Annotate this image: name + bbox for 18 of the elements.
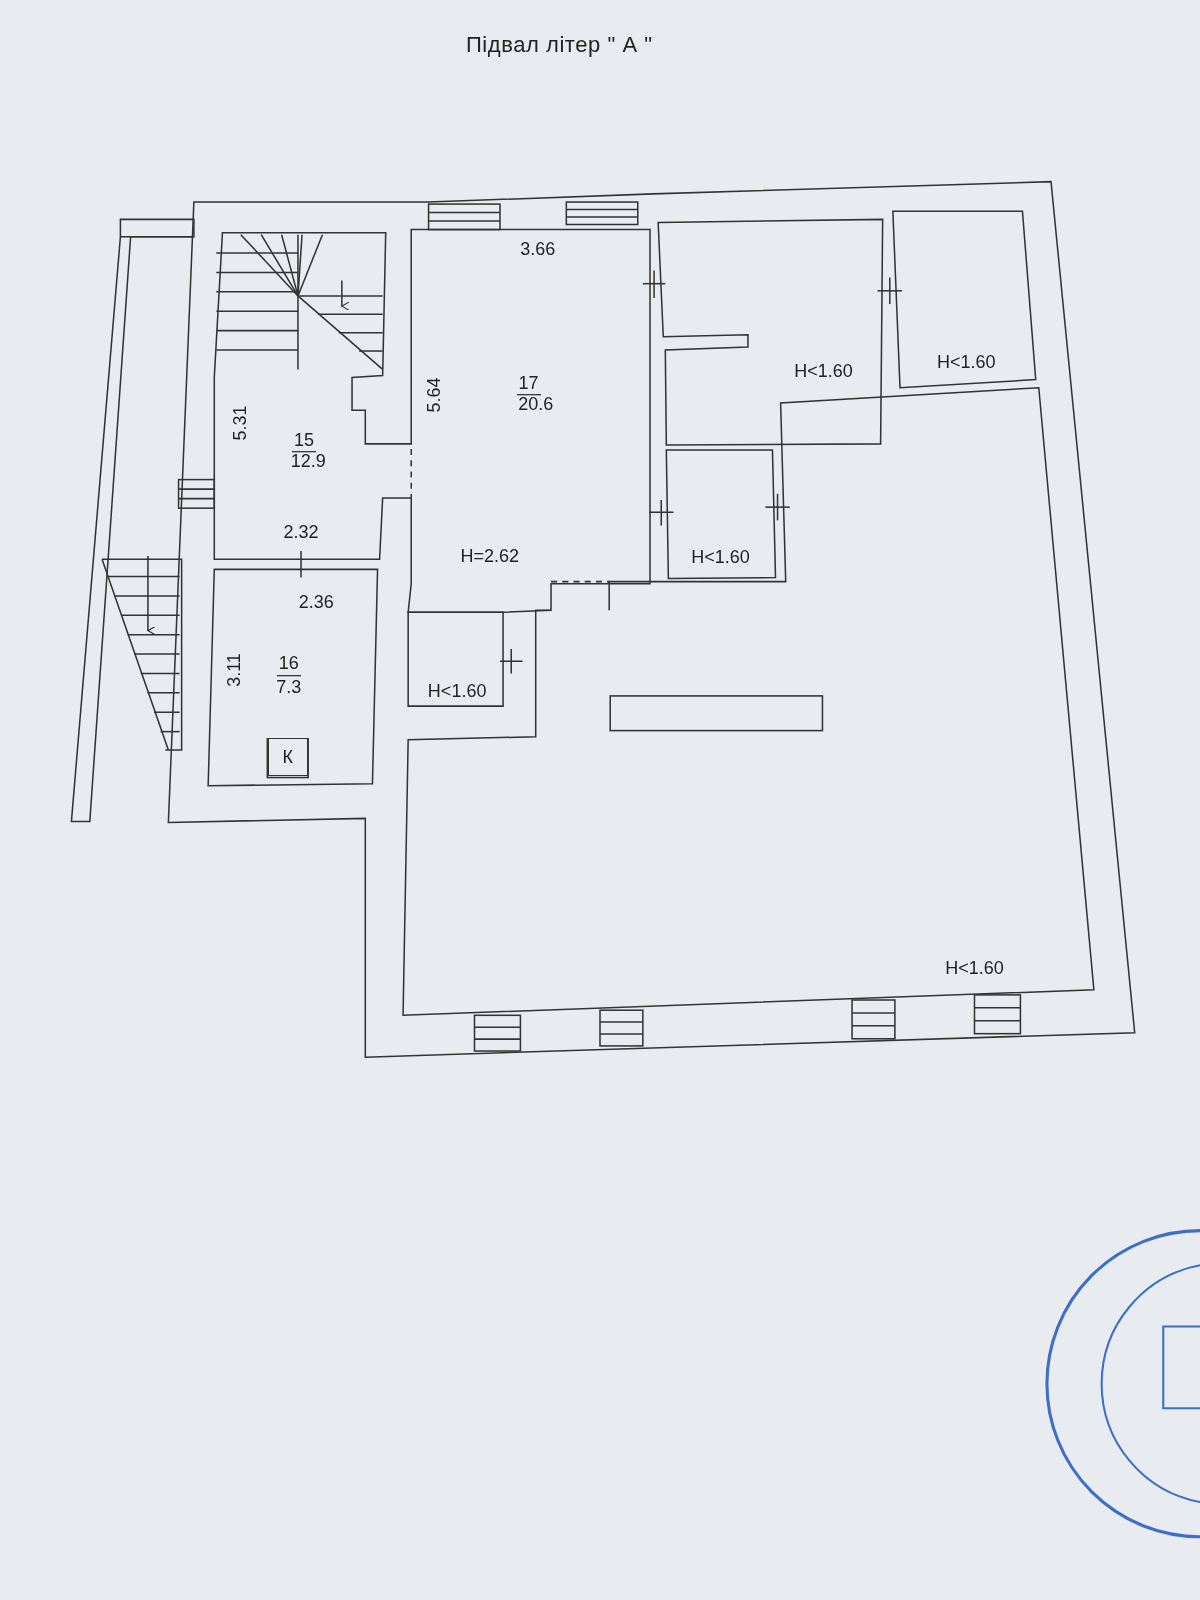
- dimension-label: 5.31: [228, 405, 251, 441]
- room-label: 2.32: [283, 520, 319, 544]
- room-number: 17: [516, 371, 541, 396]
- dimension-label: 3.11: [222, 653, 245, 688]
- room-number: 15: [292, 429, 317, 453]
- plan-title: Підвал літер " А ": [466, 31, 653, 59]
- chimney-box: К: [267, 738, 308, 777]
- dimension-label: 5.64: [422, 377, 445, 413]
- room-label: 7.3: [276, 675, 302, 699]
- room-label: H<1.60: [937, 350, 996, 374]
- room-label: H<1.60: [945, 956, 1004, 980]
- room-label: H=2.62: [460, 544, 520, 568]
- room-label: H<1.60: [691, 545, 750, 569]
- room-label: H<1.60: [794, 359, 853, 383]
- room-label: 2.36: [298, 590, 334, 614]
- room-number: 16: [276, 652, 301, 677]
- room-label: 3.66: [520, 237, 556, 261]
- room-label: H<1.60: [427, 679, 487, 703]
